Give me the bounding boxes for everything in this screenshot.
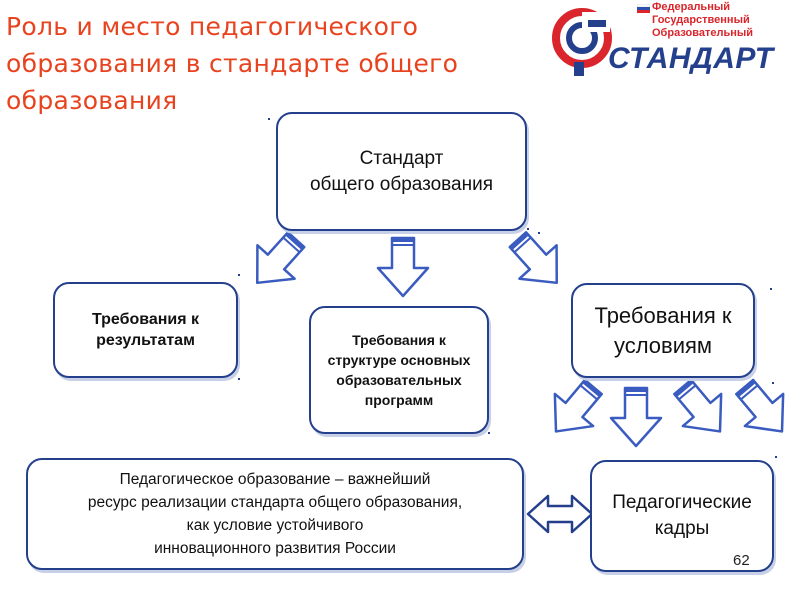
logo-line: Федеральный [652, 1, 730, 13]
pedagogical-staff-box: Педагогические кадры [590, 460, 774, 572]
box-line: условиям [613, 332, 713, 358]
arrow-to-results-icon [237, 221, 316, 301]
pedagogical-education-box: Педагогическое образование – важнейший р… [26, 458, 524, 570]
structure-requirements-box: Требования к структуре основных образова… [309, 306, 489, 434]
arrow-cond-3-icon [662, 369, 741, 449]
fgos-logo: Федеральный Государственный Образователь… [548, 0, 800, 78]
double-arrow-icon [526, 494, 594, 534]
arrow-to-conditions-icon [498, 221, 577, 301]
decor-dot [238, 274, 240, 276]
arrow-to-structure-icon [376, 236, 430, 298]
decor-dot [775, 456, 777, 458]
title-line: образования [6, 86, 178, 115]
title-line: образования в стандарте общего [6, 49, 459, 78]
box-line: программ [364, 392, 434, 408]
box-line: Требования к [91, 311, 200, 328]
slide-title: Роль и место педагогического образования… [6, 8, 566, 119]
decor-dot [488, 432, 490, 434]
logo-emblem-icon [552, 8, 612, 76]
box-line: ресурс реализации стандарта общего образ… [87, 494, 463, 511]
arrow-cond-1-icon [535, 369, 614, 449]
box-line: результатам [96, 332, 195, 349]
standard-box: Стандарт общего образования [276, 112, 527, 231]
arrow-cond-4-icon [724, 369, 800, 449]
logo-wordmark: СТАНДАРТ [608, 42, 774, 75]
box-line: как условие устойчивого [186, 517, 364, 534]
box-line: Стандарт [359, 147, 444, 169]
box-line: структуре основных [327, 352, 471, 368]
box-line: Требования к [352, 332, 446, 348]
box-line: инновационного развития России [154, 540, 396, 557]
logo-line: Государственный [652, 14, 750, 26]
arrow-cond-2-icon [609, 386, 663, 448]
box-line: Педагогические [612, 492, 752, 513]
decor-dot [770, 288, 772, 290]
decor-dot [268, 118, 270, 120]
logo-caption: Федеральный Государственный Образователь… [652, 1, 753, 40]
decor-dot [538, 232, 540, 234]
page-number: 62 [733, 552, 750, 569]
conditions-requirements-box: Требования к условиям [571, 283, 755, 378]
box-line: кадры [654, 518, 710, 539]
box-line: общего образования [309, 173, 494, 195]
box-line: образовательных [336, 372, 462, 388]
results-requirements-box: Требования к результатам [53, 282, 238, 378]
russian-flag-icon [637, 4, 650, 13]
box-line: Педагогическое образование – важнейший [119, 471, 431, 488]
logo-line: Образовательный [652, 27, 754, 39]
decor-dot [527, 228, 529, 230]
decor-dot [772, 382, 774, 384]
title-line: Роль и место педагогического [6, 12, 419, 41]
decor-dot [238, 378, 240, 380]
box-line: Требования к [594, 302, 732, 328]
